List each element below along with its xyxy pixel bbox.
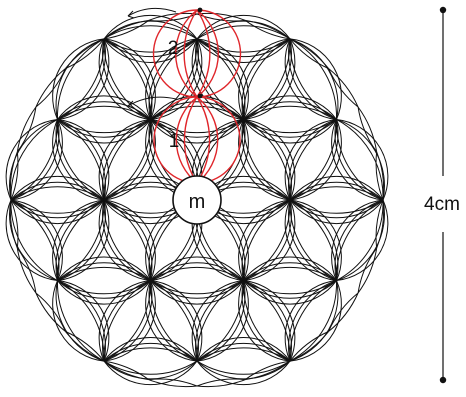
- petal-curve: [335, 200, 384, 281]
- outer-ring-arc: [358, 248, 377, 293]
- petal-curve: [104, 39, 151, 120]
- petal-curve: [244, 257, 337, 304]
- petal-curve: [243, 281, 290, 362]
- petal-curve: [56, 39, 105, 120]
- petal-curve: [10, 200, 59, 281]
- petal-curve: [244, 263, 337, 299]
- petal-curve: [10, 119, 59, 200]
- petal-curve: [104, 343, 197, 379]
- petal-curve: [58, 96, 151, 143]
- petal-curve: [290, 119, 337, 200]
- petal-curve: [56, 200, 105, 281]
- petal-curve: [103, 200, 152, 281]
- petal-curve: [58, 257, 151, 304]
- petal-curve: [57, 39, 104, 120]
- outer-ring-arc: [36, 293, 66, 332]
- petal-curve: [56, 119, 105, 200]
- petal-curve: [151, 96, 244, 143]
- label-1: 1: [169, 131, 180, 152]
- outer-ring-arc: [329, 293, 359, 332]
- petal-curve: [243, 200, 290, 281]
- petal-curve: [56, 281, 105, 362]
- petal-curve: [244, 102, 337, 138]
- petal-curve: [104, 15, 197, 62]
- scale-bar: 4cm: [424, 7, 460, 383]
- petal-curve: [290, 182, 383, 218]
- petal-curve: [150, 281, 197, 362]
- petal-curve: [197, 338, 290, 385]
- scale-endpoint-bottom: [440, 377, 446, 383]
- petal-curve: [244, 96, 337, 143]
- petal-curve: [104, 200, 151, 281]
- outer-ring-arc: [104, 20, 149, 39]
- petal-curve: [197, 39, 244, 120]
- highlighted-petals: [154, 10, 241, 183]
- highlighted-petal-curve: [184, 10, 210, 97]
- petal-curve: [11, 176, 104, 223]
- petal-curve: [290, 176, 383, 223]
- petal-curve: [289, 119, 338, 200]
- petal-curve: [57, 119, 104, 200]
- petal-curve: [103, 119, 152, 200]
- petal-curve: [290, 200, 337, 281]
- petal-curve: [104, 338, 197, 385]
- petal-curve: [289, 281, 338, 362]
- petal-curve: [290, 281, 337, 362]
- petal-curve: [243, 39, 290, 120]
- outer-ring-arc: [17, 248, 36, 293]
- highlighted-petal-curve: [154, 10, 241, 97]
- petal-curve: [104, 281, 151, 362]
- petal-curve: [104, 119, 151, 200]
- petal-curve: [103, 281, 152, 362]
- outer-ring-arc: [245, 361, 290, 380]
- start-point-dot: [198, 8, 203, 13]
- center-label: m: [189, 191, 206, 213]
- outer-ring-arc: [36, 68, 66, 107]
- petal-curve: [197, 343, 290, 379]
- petal-curve: [243, 119, 290, 200]
- petal-curve: [11, 182, 104, 218]
- scale-endpoint-top: [440, 7, 446, 13]
- petal-curve: [335, 119, 384, 200]
- petal-curve: [58, 102, 151, 138]
- petal-curve: [149, 281, 198, 362]
- petal-curve: [103, 39, 152, 120]
- outer-ring-arc: [329, 68, 359, 107]
- outer-ring-arc: [17, 107, 36, 152]
- petal-curve: [242, 39, 291, 120]
- outer-ring-arc: [358, 107, 377, 152]
- petal-curve: [197, 15, 290, 62]
- label-2: 2: [168, 38, 179, 59]
- outer-ring-arc: [149, 379, 197, 387]
- outer-ring-arc: [197, 379, 245, 387]
- petal-curve: [58, 263, 151, 299]
- petal-curve: [151, 102, 244, 138]
- petal-curve: [151, 263, 244, 299]
- petal-curve: [242, 281, 291, 362]
- petal-curve: [196, 281, 245, 362]
- petal-curve: [289, 200, 338, 281]
- petal-curve: [57, 200, 104, 281]
- scale-label: 4cm: [424, 194, 460, 215]
- petal-curve: [290, 39, 337, 120]
- start-point-dot: [198, 94, 203, 99]
- petal-curve: [242, 200, 291, 281]
- outer-ring-arc: [104, 361, 149, 380]
- petal-curve: [151, 257, 244, 304]
- outer-ring-arc: [245, 20, 290, 39]
- petal-curve: [242, 119, 291, 200]
- petal-curve: [289, 39, 338, 120]
- petal-curve: [197, 281, 244, 362]
- petal-curve: [57, 281, 104, 362]
